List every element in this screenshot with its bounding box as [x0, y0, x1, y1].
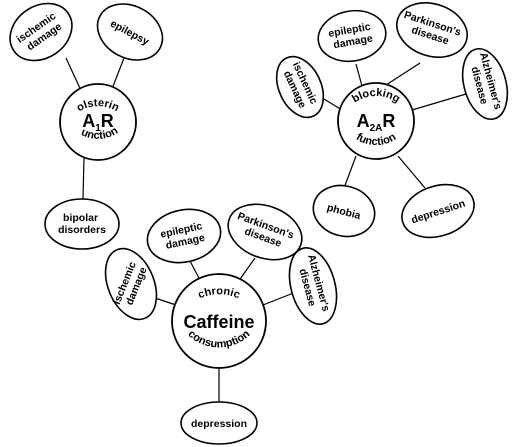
caffeine-cluster: ischemic damage epileptic damage Parkins…: [104, 203, 338, 445]
caffeine-depression-label: depression: [191, 418, 247, 430]
a2ar-node-depression: depression: [401, 183, 475, 239]
caffeine-depression-ellipse: [180, 401, 258, 445]
caffeine-hub-circle: [171, 273, 267, 369]
a2ar-ischemic-ellipse: [275, 55, 325, 119]
a2ar-node-epileptic-damage: epileptic damage: [317, 9, 387, 63]
a1r-ischemic-ellipse: [9, 2, 73, 62]
caffeine-node-ischemic-damage: ischemic damage: [104, 247, 158, 321]
a2ar-node-phobia: phobia: [312, 184, 376, 238]
a1r-node-epilepsy: epilepsy: [96, 3, 164, 61]
a2ar-edge-epileptic: [355, 63, 363, 87]
a2ar-node-alzheimers-disease: Alzheimer's disease: [461, 48, 509, 120]
a2ar-depression-ellipse: [401, 183, 475, 239]
a2ar-edges: [323, 62, 467, 189]
a1r-edge-bipolar: [82, 157, 85, 200]
a2ar-epileptic-ellipse: [317, 9, 387, 63]
a2ar-hub-circle: [337, 82, 415, 160]
caffeine-hub: chronic Caffeine consumption: [171, 273, 267, 369]
caffeine-node-epileptic-damage: epileptic damage: [146, 208, 222, 264]
caffeine-hub-name: Caffeine: [183, 312, 254, 332]
a2ar-node-parkinsons-disease: Parkinson's disease: [396, 2, 468, 58]
a2ar-alzheimers-ellipse: [461, 48, 509, 120]
caffeine-parkinsons-ellipse: [227, 203, 303, 261]
a2ar-edge-parkinsons: [385, 62, 421, 86]
a2ar-phobia-ellipse: [312, 184, 376, 238]
caffeine-ischemic-ellipse: [104, 247, 158, 321]
a2ar-parkinsons-ellipse: [396, 2, 468, 58]
caffeine-edge-parkinsons: [237, 257, 256, 283]
caffeine-epileptic-ellipse: [146, 208, 222, 264]
caffeine-node-alzheimers-disease: Alzheimer's disease: [288, 247, 338, 325]
a1r-node-ischemic-damage: ischemic damage: [9, 2, 73, 62]
a1r-cluster: ischemic damage epilepsy bipolar disorde…: [0, 0, 164, 250]
caffeine-hub-top-label: chronic: [196, 285, 241, 301]
a1r-node-bipolar-disorders: bipolar disorders: [44, 198, 120, 250]
a1r-hub-name: A1R: [82, 111, 114, 134]
a2ar-cluster: ischemic damage epileptic damage Parkins…: [275, 2, 509, 239]
a2ar-edge-ischemic: [323, 98, 343, 111]
a2ar-hub-bottom-label: function: [354, 131, 398, 148]
a1r-hub-circle: [59, 83, 137, 161]
a1r-bipolar-label: bipolar disorders: [58, 212, 106, 236]
caffeine-edge-alzheimers: [262, 291, 297, 306]
caffeine-node-parkinsons-disease: Parkinson's disease: [227, 203, 303, 261]
a2ar-edge-phobia: [343, 155, 357, 189]
a2ar-edge-depression: [397, 155, 426, 189]
a1r-bipolar-ellipse: [44, 198, 120, 250]
a2ar-hub-name: A2AR: [357, 111, 396, 134]
caffeine-alzheimers-ellipse: [288, 247, 338, 325]
a1r-epilepsy-ellipse: [96, 3, 164, 61]
caffeine-node-depression: depression: [180, 401, 258, 445]
a2ar-hub: blocking A2AR function: [337, 82, 415, 160]
a2ar-node-ischemic-damage: ischemic damage: [275, 55, 325, 119]
a2ar-edge-alzheimers: [411, 93, 467, 111]
